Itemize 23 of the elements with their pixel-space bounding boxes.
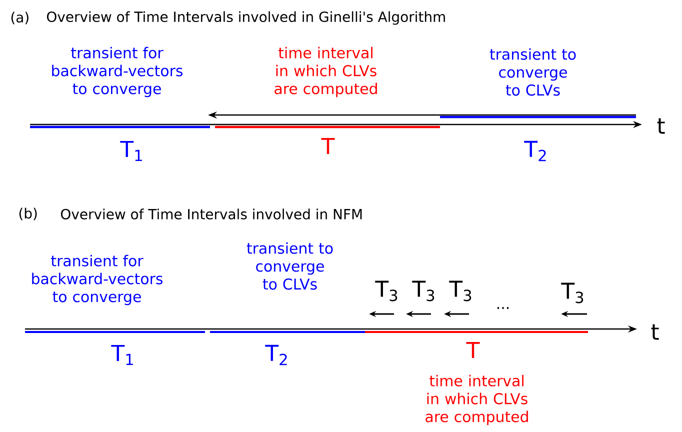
interval-symbol: T$_{1}$ xyxy=(111,344,133,366)
interval-symbol: T$_{2}$ xyxy=(265,344,287,366)
axis-label: t xyxy=(651,324,659,340)
section-label: (b) xyxy=(19,208,37,220)
interval-description: time interval in which CLVs are computed xyxy=(426,374,528,426)
interval-symbol: T$_{3}$ xyxy=(375,280,398,302)
section-label: (a) xyxy=(11,12,28,24)
interval-description: transient for backward-vectors to converge xyxy=(52,46,182,98)
axis-label: t xyxy=(657,118,665,134)
interval-symbol: T$_{3}$ xyxy=(561,282,584,304)
interval-symbol: T xyxy=(321,138,335,154)
interval-symbol: T$_{3}$ xyxy=(412,280,434,302)
interval-symbol: T$_{2}$ xyxy=(524,140,546,162)
panel-title: Overview of Time Intervals involved in NFM xyxy=(60,208,362,220)
interval-symbol: T$_{1}$ xyxy=(120,140,142,162)
panel-title: Overview of Time Intervals involved in Ginelli's Algorithm xyxy=(46,11,445,25)
interval-description: transient to converge to CLVs xyxy=(246,242,333,290)
interval-symbol: T$_{3}$ xyxy=(449,280,472,302)
interval-symbol: T xyxy=(466,342,480,358)
interval-description: transient for backward-vectors to converge xyxy=(32,254,162,306)
ellipsis: ... xyxy=(497,307,509,309)
interval-description: transient to converge to CLVs xyxy=(490,48,576,96)
interval-description: time interval in which CLVs are computed xyxy=(274,46,377,98)
